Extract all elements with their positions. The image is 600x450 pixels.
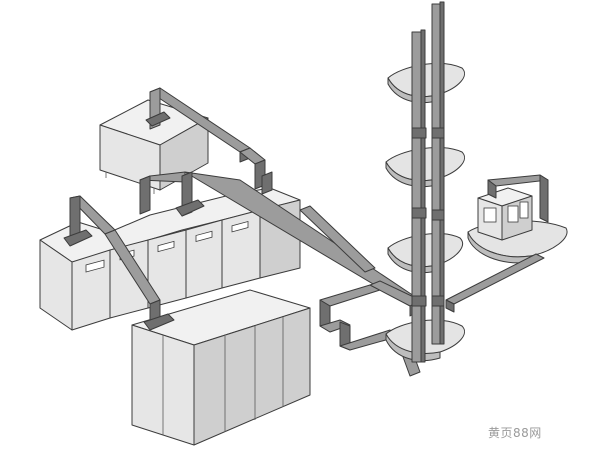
- right-room: [445, 174, 568, 313]
- left-cabinet-row: [39, 187, 301, 331]
- front-large-cabinet: [131, 289, 311, 446]
- cable-trays: [63, 87, 421, 377]
- watermark-text: 黄页88网: [488, 426, 542, 440]
- vertical-riser: [385, 1, 465, 363]
